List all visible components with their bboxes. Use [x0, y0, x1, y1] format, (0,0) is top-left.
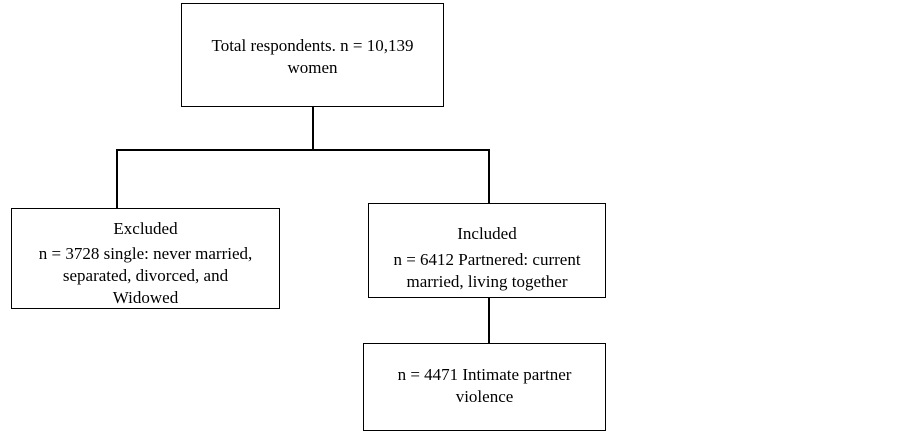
- included-box: Included n = 6412 Partnered: current mar…: [368, 203, 606, 298]
- ipv-description-line: violence: [455, 387, 514, 406]
- ipv-description-line: n = 4471 Intimate partner: [397, 365, 572, 384]
- included-title: Included: [457, 224, 517, 243]
- connector-to-included: [488, 149, 490, 203]
- excluded-description-line: Widowed: [112, 288, 179, 307]
- included-description-line: married, living together: [406, 272, 568, 291]
- excluded-description-line: separated, divorced, and: [62, 266, 229, 285]
- total-respondents-text: Total respondents. n = 10,139: [211, 36, 414, 55]
- excluded-box: Excluded n = 3728 single: never married,…: [11, 208, 280, 309]
- total-respondents-box: Total respondents. n = 10,139 women: [181, 3, 444, 107]
- connector-included-to-ipv: [488, 298, 490, 343]
- excluded-description-line: n = 3728 single: never married,: [38, 244, 253, 263]
- intimate-partner-violence-box: n = 4471 Intimate partner violence: [363, 343, 606, 431]
- included-description-line: n = 6412 Partnered: current: [393, 250, 581, 269]
- connector-to-excluded: [116, 149, 118, 208]
- connector-branch-horizontal: [116, 149, 489, 151]
- connector-total-down: [312, 107, 314, 150]
- excluded-title: Excluded: [113, 219, 178, 238]
- total-respondents-subtext: women: [287, 58, 338, 77]
